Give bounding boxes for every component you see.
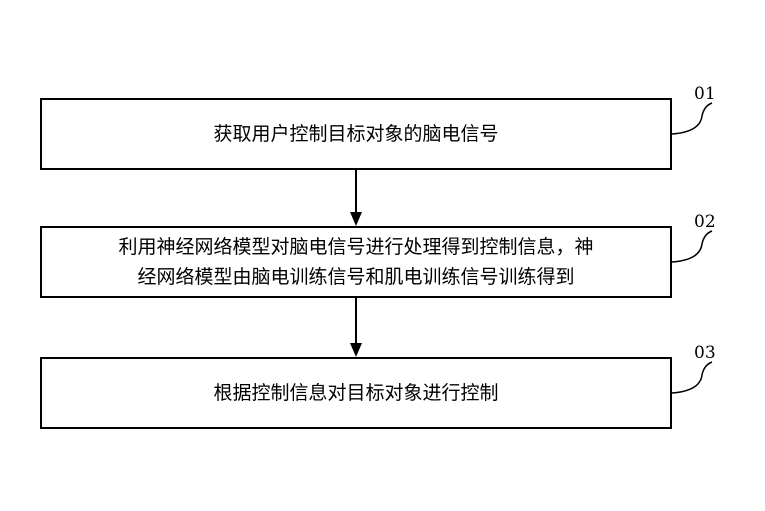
step-box-03: 根据控制信息对目标对象进行控制	[40, 357, 672, 429]
arrow-head-1	[350, 212, 362, 226]
step-label-03: 03	[694, 343, 716, 363]
leader-line-3	[671, 361, 713, 394]
step-02-text-line-1: 利用神经网络模型对脑电信号进行处理得到控制信息，神	[118, 236, 594, 258]
leader-line-1	[671, 102, 713, 135]
step-box-02: 利用神经网络模型对脑电信号进行处理得到控制信息，神 经网络模型由脑电训练信号和肌…	[40, 226, 672, 298]
step-01-text: 获取用户控制目标对象的脑电信号	[213, 123, 499, 145]
step-label-02: 02	[694, 212, 716, 232]
leader-line-2	[671, 230, 713, 263]
step-label-01: 01	[694, 84, 716, 104]
step-box-01: 获取用户控制目标对象的脑电信号	[40, 98, 672, 170]
arrow-head-2	[350, 343, 362, 357]
step-02-text-line-2: 经网络模型由脑电训练信号和肌电训练信号训练得到	[137, 266, 575, 288]
step-03-text: 根据控制信息对目标对象进行控制	[213, 382, 499, 404]
